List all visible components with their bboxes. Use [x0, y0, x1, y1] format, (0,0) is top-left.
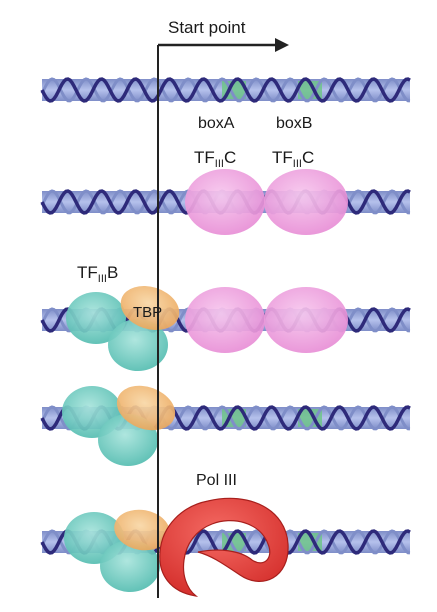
- tbp-row5: [114, 509, 170, 551]
- tbp-label: TBP: [133, 304, 162, 321]
- pol3-label: Pol III: [196, 472, 237, 489]
- tf3c-box-b-row3: [264, 287, 348, 353]
- dna-strand-front: [40, 77, 411, 103]
- complex-row4: [62, 385, 176, 466]
- tf3c-label-a: TFIIIC: [194, 148, 236, 170]
- dna-row-1: [40, 77, 411, 103]
- tf3c-pair-row2: [185, 169, 348, 235]
- tf3c-box-a-row2: [185, 169, 265, 235]
- complex-row5: [64, 497, 289, 597]
- tf3b-upper-row3: [66, 292, 126, 344]
- tf3b-label: TFIIIB: [77, 263, 118, 285]
- complex-row3: [66, 285, 348, 371]
- box-a-label: boxA: [198, 115, 235, 132]
- start-point-label: Start point: [168, 18, 246, 37]
- tbp-row3: [120, 285, 180, 331]
- tf3b-lower-row5: [100, 540, 160, 592]
- tbp-row4: [116, 385, 176, 431]
- pol3-enzyme: [159, 497, 289, 597]
- start-arrow-icon: [275, 38, 289, 52]
- box-b-label: boxB: [276, 115, 312, 132]
- tf3c-box-a-row3: [185, 287, 265, 353]
- tf3c-box-b-row2: [264, 169, 348, 235]
- tf3c-label-b: TFIIIC: [272, 148, 314, 170]
- tf3b-lower-row3: [108, 319, 168, 371]
